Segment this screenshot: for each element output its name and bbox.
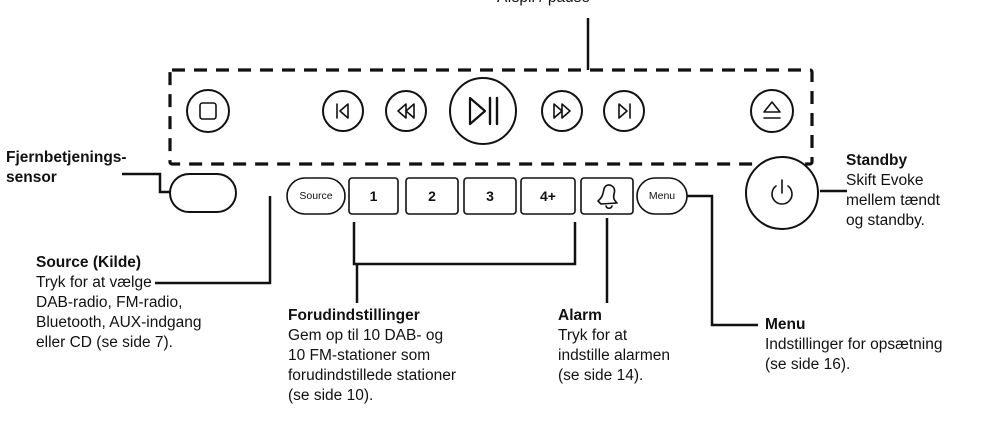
standby-desc-3: og standby.: [846, 212, 925, 229]
remote-sensor-title-2: sensor: [6, 169, 57, 186]
standby-title: Standby: [846, 152, 908, 169]
alarm-button[interactable]: [580, 177, 634, 215]
preset-3-button[interactable]: 3: [463, 177, 517, 215]
source-button[interactable]: Source: [286, 177, 346, 215]
stop-button[interactable]: [186, 89, 230, 133]
presets-desc-3: forudindstillede stationer: [288, 367, 457, 384]
menu-desc-1: Indstillinger for opsætning: [765, 336, 943, 353]
menu-leader: [687, 194, 758, 327]
menu-button-label: Menu: [649, 190, 675, 202]
source-callout: Source (Kilde) Tryk for at vælge DAB-rad…: [36, 253, 201, 353]
fast-forward-button[interactable]: [541, 90, 583, 132]
rewind-button[interactable]: [385, 90, 427, 132]
presets-title: Forudindstillinger: [288, 307, 420, 324]
preset-2-button[interactable]: 2: [405, 177, 459, 215]
stop-icon: [199, 102, 217, 120]
standby-button[interactable]: [745, 156, 819, 230]
eject-icon: [763, 101, 781, 119]
remote-sensor-window: [169, 173, 237, 213]
previous-track-button[interactable]: [322, 90, 364, 132]
source-button-label: Source: [299, 190, 332, 202]
play-pause-button[interactable]: [449, 77, 517, 145]
fast-forward-icon: [553, 103, 571, 119]
alarm-bell-icon: [597, 184, 618, 210]
next-track-button[interactable]: [603, 90, 645, 132]
standby-desc-1: Skift Evoke: [846, 172, 924, 189]
source-title: Source (Kilde): [36, 254, 142, 271]
preset-4-label: 4+: [540, 188, 556, 204]
leader-lines: [122, 18, 847, 327]
alarm-title: Alarm: [558, 307, 602, 324]
source-desc-2: DAB-radio, FM-radio,: [36, 294, 183, 311]
source-desc-4: eller CD (se side 7).: [36, 334, 173, 351]
eject-button[interactable]: [750, 89, 794, 133]
menu-button[interactable]: Menu: [636, 177, 688, 215]
menu-callout: Menu Indstillinger for opsætning (se sid…: [765, 315, 943, 375]
standby-desc-2: mellem tændt: [846, 192, 940, 209]
power-icon: [771, 179, 793, 205]
next-track-icon: [618, 103, 631, 119]
alarm-desc-2: indstille alarmen: [558, 347, 670, 364]
source-leader: [155, 196, 272, 285]
preset-1-label: 1: [370, 188, 378, 204]
preset-2-label: 2: [428, 188, 436, 204]
remote-sensor-callout: Fjernbetjenings- sensor: [6, 148, 127, 188]
previous-track-icon: [336, 103, 349, 119]
rewind-icon: [397, 103, 415, 119]
preset-3-label: 3: [486, 188, 494, 204]
play-pause-caption: Afspil / pause: [497, 0, 590, 8]
alarm-desc-1: Tryk for at: [558, 327, 628, 344]
transport-controls-frame: [168, 68, 814, 166]
presets-desc-4: (se side 10).: [288, 387, 374, 404]
remote-sensor-title-1: Fjernbetjenings-: [6, 149, 127, 166]
menu-desc-2: (se side 16).: [765, 356, 851, 373]
alarm-callout: Alarm Tryk for at indstille alarmen (se …: [558, 306, 670, 386]
menu-title: Menu: [765, 316, 806, 333]
presets-desc-1: Gem op til 10 DAB- og: [288, 327, 444, 344]
preset-4-button[interactable]: 4+: [520, 177, 576, 215]
standby-callout: Standby Skift Evoke mellem tændt og stan…: [846, 151, 940, 231]
play-pause-icon: [468, 96, 499, 126]
presets-callout: Forudindstillinger Gem op til 10 DAB- og…: [288, 306, 456, 406]
presets-desc-2: 10 FM-stationer som: [288, 347, 431, 364]
alarm-desc-3: (se side 14).: [558, 367, 644, 384]
preset-1-button[interactable]: 1: [348, 177, 399, 215]
source-desc-3: Bluetooth, AUX-indgang: [36, 314, 202, 331]
source-desc-1: Tryk for at vælge: [36, 274, 152, 291]
remote-sensor-leader: [122, 172, 174, 194]
presets-bracket: [352, 222, 577, 266]
